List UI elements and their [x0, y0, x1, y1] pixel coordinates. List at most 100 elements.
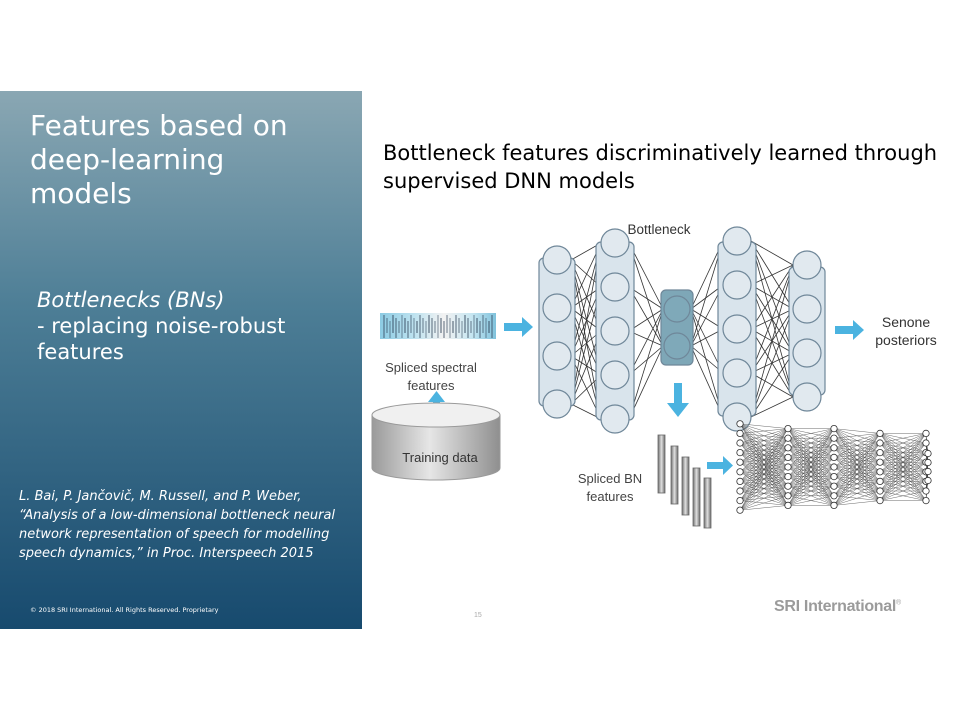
- main-net-edge: [628, 345, 664, 376]
- second-net-node: [876, 449, 884, 457]
- main-net-layers: [538, 226, 826, 434]
- spliced-bn-bars: [657, 434, 712, 529]
- second-net-edge: [879, 433, 927, 444]
- main-net-edge: [628, 242, 664, 347]
- bn-feature-bar: [681, 456, 690, 516]
- neuron-node: [792, 338, 822, 368]
- second-net-edge: [787, 428, 835, 496]
- second-net-node: [784, 492, 792, 500]
- sri-logo: SRI International®: [774, 598, 901, 616]
- second-net-edge: [739, 428, 789, 463]
- second-net-edge: [739, 428, 789, 434]
- bottleneck-heading: Bottlenecks (BNs) - replacing noise-robu…: [37, 287, 347, 365]
- training-data-label: Training data: [402, 450, 478, 465]
- second-net-edge: [879, 471, 927, 501]
- main-net-edge: [750, 240, 794, 266]
- main-net-edge: [750, 264, 794, 286]
- output-arrow: [835, 320, 864, 340]
- second-net-edge: [833, 462, 881, 506]
- neuron-node: [663, 332, 691, 360]
- bn-feature-bar: [703, 477, 712, 529]
- bottleneck-heading-title: Bottlenecks (BNs): [37, 288, 225, 312]
- second-net-node: [830, 501, 838, 509]
- second-net-edge: [787, 428, 835, 458]
- second-net-edge: [739, 447, 789, 511]
- second-net-edge: [833, 442, 881, 506]
- main-net-edge: [750, 308, 794, 418]
- bottleneck-dnn-diagram: Bottleneck Spliced spectral features Tra…: [371, 222, 937, 529]
- neuron-node: [792, 382, 822, 412]
- second-net-node: [736, 429, 744, 437]
- second-net-node: [784, 482, 792, 490]
- second-net-edge: [787, 495, 835, 506]
- second-net-edge: [833, 433, 881, 506]
- citation: L. Bai, P. Jančovič, M. Russell, and P. …: [19, 489, 336, 561]
- neuron-node: [542, 293, 572, 323]
- second-net-node: [784, 472, 792, 481]
- spliced-spectral-label-line2: features: [408, 378, 455, 393]
- input-arrow: [504, 317, 533, 337]
- neuron-node: [542, 245, 572, 275]
- second-net-edge: [739, 428, 789, 472]
- second-net-edge: [833, 500, 881, 506]
- main-net-edge: [750, 264, 794, 418]
- registered-mark: ®: [896, 599, 901, 607]
- slide-headline: Bottleneck features discriminatively lea…: [383, 141, 938, 193]
- main-net-edge: [750, 352, 794, 418]
- training-data-cylinder: Training data: [371, 402, 501, 481]
- second-net-edge: [739, 428, 789, 444]
- second-net-node: [876, 496, 884, 505]
- hidden-layer: [538, 257, 576, 407]
- second-net-node: [922, 429, 930, 437]
- neuron-node: [792, 250, 822, 280]
- second-net-node: [736, 449, 744, 457]
- main-net-edge: [628, 286, 664, 310]
- second-net-node: [784, 463, 792, 471]
- second-net-edge: [879, 433, 927, 472]
- second-net-edge: [787, 457, 835, 506]
- bottleneck-down-arrow: [667, 383, 689, 417]
- second-net-node: [736, 420, 744, 428]
- second-net-node: [736, 458, 744, 466]
- second-net-edge: [739, 486, 789, 511]
- neuron-node: [600, 404, 630, 434]
- second-net-edge: [739, 466, 789, 511]
- second-net-edge: [879, 433, 927, 501]
- neuron-node: [600, 272, 630, 302]
- second-net-node: [830, 463, 838, 471]
- second-net-node: [876, 429, 884, 437]
- neuron-node: [542, 341, 572, 371]
- neuron-node: [722, 226, 752, 256]
- second-net-edge: [787, 486, 835, 506]
- second-net-edge: [739, 457, 789, 511]
- main-net-edge: [628, 242, 664, 310]
- second-net-node: [830, 453, 838, 461]
- second-net-node: [784, 453, 792, 461]
- sri-logo-text: SRI International: [774, 598, 897, 615]
- main-net-edge: [628, 308, 664, 420]
- second-net-edge: [787, 476, 835, 506]
- second-net-node: [736, 506, 744, 514]
- neuron-node: [663, 295, 691, 323]
- spectrogram-image: [380, 313, 496, 339]
- second-net-edge: [879, 433, 927, 453]
- second-net-node: [922, 496, 930, 505]
- neuron-node: [542, 389, 572, 419]
- main-net-edge: [750, 264, 794, 374]
- second-net-node: [876, 477, 884, 485]
- second-net-edge: [879, 490, 927, 501]
- neuron-node: [600, 360, 630, 390]
- second-net-edge: [833, 433, 881, 448]
- second-net-node: [830, 434, 838, 442]
- spliced-spectral-label-line1: Spliced spectral: [385, 360, 477, 375]
- neuron-node: [722, 270, 752, 300]
- second-net-edge: [787, 466, 835, 506]
- senone-label-line2: posteriors: [875, 332, 936, 348]
- second-net-node: [830, 492, 838, 500]
- second-net-edge: [739, 423, 789, 429]
- second-net-edge: [833, 490, 881, 506]
- spliced-bn-label-line2: features: [587, 489, 634, 504]
- bn-feature-bar: [657, 434, 666, 494]
- second-net-edge: [787, 428, 835, 439]
- second-net-edge: [879, 442, 927, 501]
